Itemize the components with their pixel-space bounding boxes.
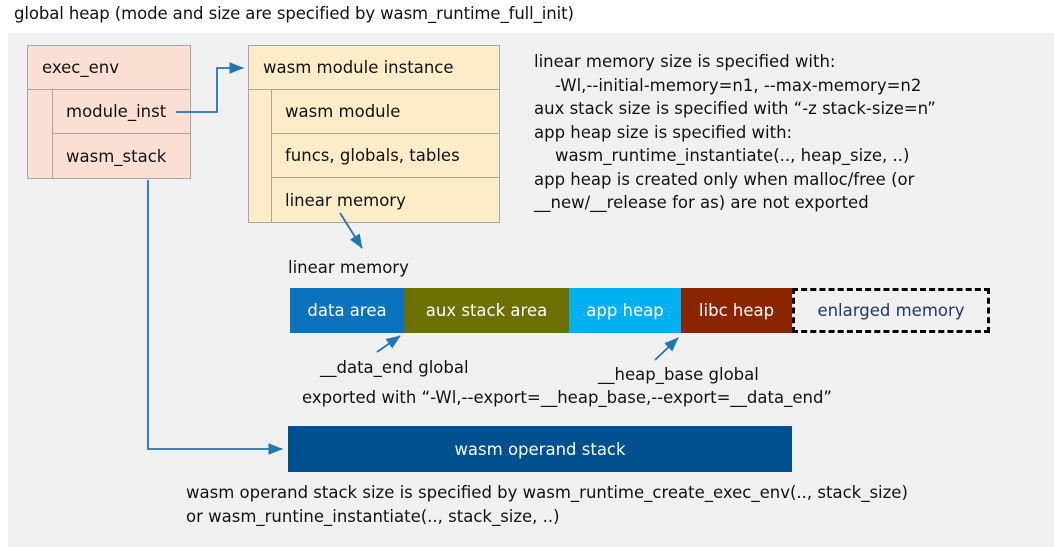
exec-env-rows: module_inst wasm_stack [52, 89, 190, 179]
linear-memory-bar-label: linear memory [288, 258, 409, 277]
module-instance-header: wasm module instance [249, 46, 499, 90]
module-instance-rows: wasm module funcs, globals, tables linea… [271, 89, 499, 223]
annotation-exported-with: exported with “-Wl,--export=__heap_base,… [302, 388, 832, 407]
wasm-module-instance-box: wasm module instance wasm module funcs, … [248, 45, 500, 223]
memory-segment-data-area: data area [290, 288, 404, 333]
module-instance-body: wasm module funcs, globals, tables linea… [249, 89, 499, 223]
operand-stack-notes: wasm operand stack size is specified by … [186, 483, 908, 526]
annotation-data-end: __data_end global [320, 358, 469, 377]
exec-env-gutter [28, 90, 52, 178]
exec-env-box: exec_env module_inst wasm_stack [27, 45, 191, 179]
exec-env-body: module_inst wasm_stack [28, 89, 190, 179]
memory-segment-libc-heap: libc heap [681, 288, 792, 333]
memory-segment-enlarged-memory: enlarged memory [792, 288, 990, 333]
module-instance-field-linear-memory: linear memory [271, 177, 499, 223]
module-instance-gutter [249, 90, 271, 222]
annotation-heap-base: __heap_base global [598, 365, 759, 384]
memory-segment-app-heap: app heap [569, 288, 681, 333]
page-title: global heap (mode and size are specified… [14, 4, 574, 23]
exec-env-field-module-inst: module_inst [52, 89, 190, 134]
memory-segment-aux-stack-area: aux stack area [404, 288, 569, 333]
exec-env-field-wasm-stack: wasm_stack [52, 133, 190, 179]
module-instance-field-wasm-module: wasm module [271, 89, 499, 134]
wasm-operand-stack-box: wasm operand stack [288, 426, 792, 472]
exec-env-header: exec_env [28, 46, 190, 90]
module-instance-field-funcs-globals-tables: funcs, globals, tables [271, 133, 499, 178]
linear-memory-notes: linear memory size is specified with: -W… [534, 52, 936, 212]
